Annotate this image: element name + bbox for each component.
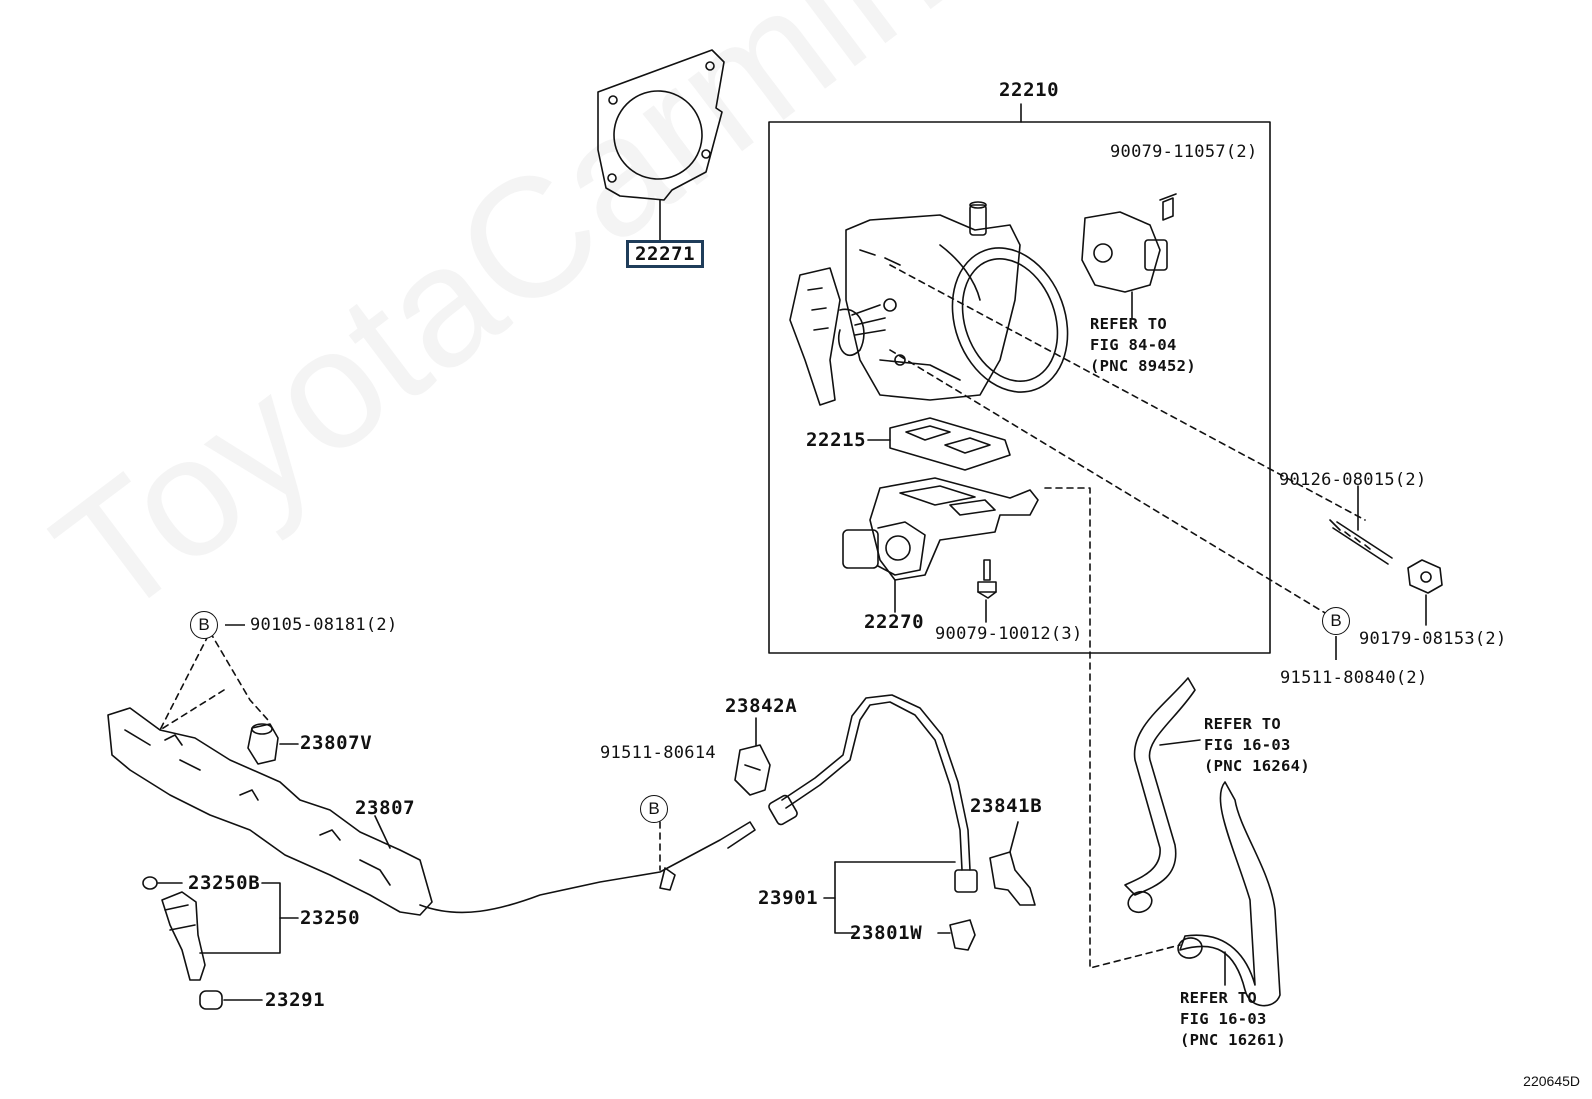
ref-note-line: (PNC 89452): [1090, 357, 1196, 375]
part-label-22210[interactable]: 22210: [999, 79, 1060, 101]
part-label-23807[interactable]: 23807: [355, 797, 416, 819]
ref-note-line: REFER TO: [1204, 715, 1282, 733]
part-label-23291[interactable]: 23291: [265, 989, 326, 1011]
fuel-rail-23807-drawing: [107, 707, 756, 916]
clip-23842a-drawing: [734, 717, 771, 796]
part-label-23807v[interactable]: 23807V: [300, 732, 373, 754]
part-label-23841b[interactable]: 23841B: [970, 795, 1043, 817]
part-label-23250[interactable]: 23250: [300, 907, 361, 929]
part-label-90179-08153[interactable]: 90179-08153(2): [1359, 629, 1507, 649]
ref-note-line: FIG 16-03: [1180, 1010, 1267, 1028]
part-label-22215[interactable]: 22215: [806, 429, 867, 451]
fuel-hose-23901-drawing: [768, 694, 978, 934]
part-label-23842a[interactable]: 23842A: [725, 695, 798, 717]
water-hose-16264-drawing: [1124, 677, 1201, 914]
part-label-23250b[interactable]: 23250B: [188, 872, 261, 894]
circle-marker-b: B: [640, 795, 668, 823]
part-label-90079-10012[interactable]: 90079-10012(3): [935, 624, 1083, 644]
ref-note-line: (PNC 16264): [1204, 757, 1310, 775]
circle-marker-b: B: [190, 611, 218, 639]
dashed-guides: [159, 264, 1366, 969]
gasket-22215-drawing: [867, 417, 1011, 471]
cap-23807v-drawing: [247, 723, 299, 765]
part-label-22271[interactable]: 22271: [626, 240, 705, 268]
circle-marker-b: B: [1322, 607, 1350, 635]
ref-note-hose-upper: REFER TO FIG 16-03 (PNC 16264): [1204, 714, 1310, 777]
part-label-91511-80840[interactable]: 91511-80840(2): [1280, 668, 1428, 688]
figure-id: 220645D: [1523, 1073, 1580, 1089]
screw-90079-10012-drawing: [977, 559, 997, 623]
part-label-23901[interactable]: 23901: [758, 887, 819, 909]
tps-sensor-drawing: [1081, 193, 1177, 319]
water-hose-16261-drawing: [1177, 781, 1281, 1007]
part-label-90126-08015[interactable]: 90126-08015(2): [1279, 470, 1427, 490]
ref-note-line: FIG 16-03: [1204, 736, 1291, 754]
part-label-22270[interactable]: 22270: [864, 611, 925, 633]
injector-23250-drawing: [142, 876, 299, 1010]
ref-note-line: (PNC 16261): [1180, 1031, 1286, 1049]
bolt-90126-08015-drawing: [1329, 485, 1393, 565]
part-label-91511-80614[interactable]: 91511-80614: [600, 743, 716, 763]
bracket-23841b-drawing: [989, 821, 1036, 906]
group-box-22210: [768, 121, 1271, 654]
ref-note-line: REFER TO: [1180, 989, 1258, 1007]
ref-note-line: FIG 84-04: [1090, 336, 1177, 354]
part-label-90105-08181[interactable]: 90105-08181(2): [250, 615, 398, 635]
throttle-body-drawing: [789, 201, 1069, 406]
isc-valve-22270-drawing: [842, 477, 1039, 613]
part-label-90079-11057[interactable]: 90079-11057(2): [1110, 142, 1258, 162]
ref-note-tps: REFER TO FIG 84-04 (PNC 89452): [1090, 314, 1196, 377]
part-label-23801w[interactable]: 23801W: [850, 922, 923, 944]
ref-note-line: REFER TO: [1090, 315, 1168, 333]
clamp-23801w-drawing: [937, 919, 976, 951]
gasket-22271-drawing: [597, 49, 725, 241]
nut-90179-08153-drawing: [1407, 559, 1443, 626]
ref-note-hose-lower: REFER TO FIG 16-03 (PNC 16261): [1180, 988, 1286, 1051]
